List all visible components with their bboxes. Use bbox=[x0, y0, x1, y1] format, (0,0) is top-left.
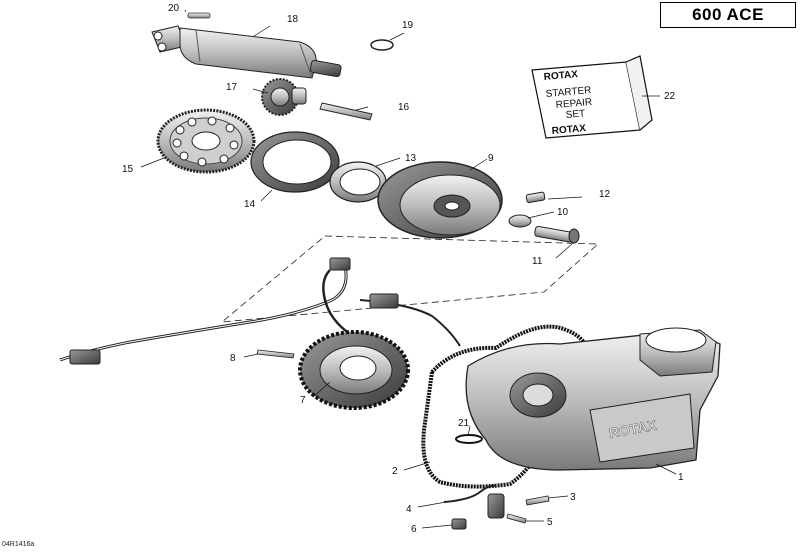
kit-brand-bottom: ROTAX bbox=[551, 123, 586, 137]
part-10-washer bbox=[508, 214, 532, 228]
callout-5: 5 bbox=[547, 517, 553, 528]
part-22-starter-repair-kit: ROTAX STARTER REPAIR SET ROTAX bbox=[531, 55, 653, 139]
part-15-ring-gear bbox=[156, 108, 256, 174]
part-18-starter-motor bbox=[151, 25, 342, 79]
kit-line-1: STARTER bbox=[545, 85, 592, 100]
callout-7: 7 bbox=[300, 395, 306, 406]
callout-11: 11 bbox=[532, 256, 543, 267]
callout-12: 12 bbox=[599, 189, 611, 200]
part-16-shaft bbox=[319, 102, 373, 121]
kit-brand-top: ROTAX bbox=[543, 69, 578, 83]
part-1-crankcase-cover: ROTAX bbox=[465, 327, 721, 471]
callout-19: 19 bbox=[402, 20, 414, 31]
part-8-screw bbox=[256, 349, 295, 359]
diagram-reference: 04R1416a bbox=[2, 541, 35, 548]
part-4-sensor bbox=[443, 484, 505, 519]
part-6-plug bbox=[451, 518, 467, 530]
callout-numbers: 20 18 19 17 16 15 14 13 9 12 10 11 22 8 … bbox=[122, 3, 684, 535]
part-7-stator bbox=[298, 330, 410, 410]
callout-18: 18 bbox=[287, 14, 299, 25]
kit-line-3: SET bbox=[565, 108, 585, 121]
part-11-bolt bbox=[534, 225, 580, 244]
callout-10: 10 bbox=[557, 207, 569, 218]
callout-2: 2 bbox=[392, 466, 398, 477]
callout-1: 1 bbox=[678, 472, 684, 483]
part-21-clip bbox=[455, 434, 483, 444]
part-20-screw bbox=[184, 9, 211, 19]
callout-21: 21 bbox=[458, 418, 470, 429]
part-19-o-ring bbox=[370, 39, 394, 51]
callout-13: 13 bbox=[405, 153, 417, 164]
callout-8: 8 bbox=[230, 353, 236, 364]
part-17-gear bbox=[261, 78, 307, 116]
part-harness-wiring bbox=[59, 257, 461, 365]
callout-9: 9 bbox=[488, 153, 494, 164]
leader-lines bbox=[140, 25, 677, 529]
part-13-bearing bbox=[329, 161, 387, 203]
model-label-text: 600 ACE bbox=[692, 5, 764, 24]
callout-22: 22 bbox=[664, 91, 676, 102]
assembly-dashed-outline bbox=[220, 235, 600, 323]
callout-15: 15 bbox=[122, 164, 134, 175]
model-label: 600 ACE bbox=[660, 2, 796, 28]
callout-6: 6 bbox=[411, 524, 417, 535]
callout-4: 4 bbox=[406, 504, 412, 515]
part-3-screw bbox=[525, 495, 550, 506]
part-12-screw bbox=[525, 191, 546, 204]
callout-14: 14 bbox=[244, 199, 256, 210]
kit-line-2: REPAIR bbox=[555, 97, 592, 111]
callout-20: 20 bbox=[168, 3, 180, 14]
part-9-flywheel bbox=[377, 161, 503, 239]
callout-3: 3 bbox=[570, 492, 576, 503]
callout-17: 17 bbox=[226, 82, 238, 93]
part-14-sprag-clutch-ring bbox=[250, 131, 340, 193]
callout-16: 16 bbox=[398, 102, 410, 113]
part-5-pin bbox=[506, 513, 527, 524]
